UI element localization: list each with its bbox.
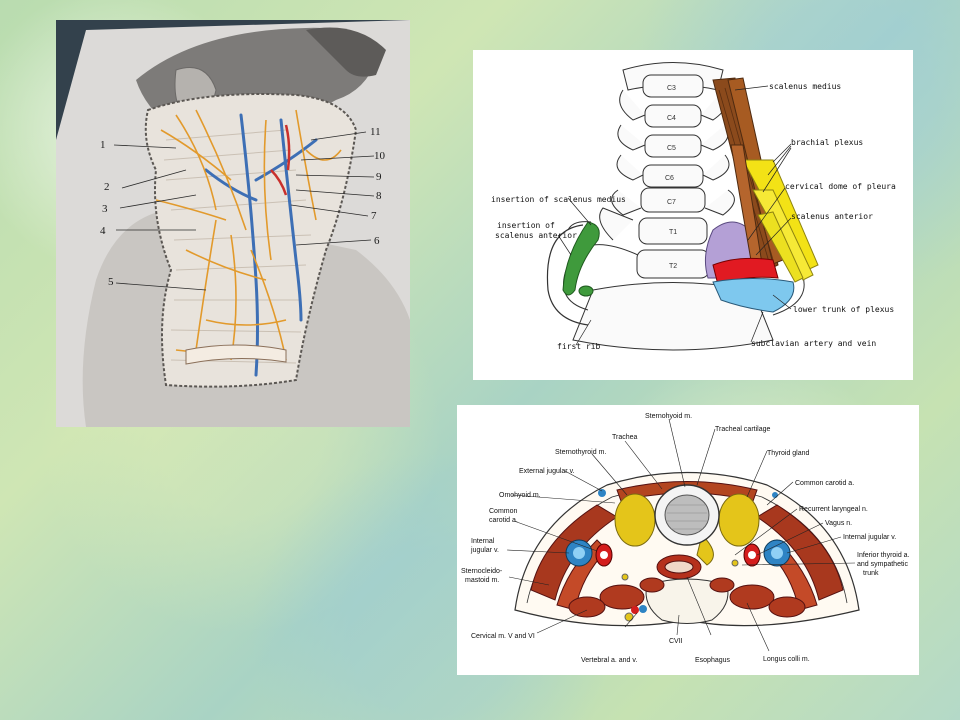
- neck-label-2: 2: [104, 181, 110, 193]
- label-omohyoid: Omohyoid m.: [499, 492, 541, 499]
- neck-cross-section-figure: Sternohyoid m. Tracheal cartilage Trache…: [457, 405, 919, 675]
- label-cervical-m: Cervical m. V and VI: [471, 633, 535, 640]
- neck-label-9: 9: [376, 171, 382, 183]
- label-internal-jugular-left-1: Internal: [471, 538, 495, 545]
- label-sternocleido-2: mastoid m.: [465, 577, 499, 584]
- label-sternocleido-1: Sternocleido-: [461, 568, 503, 575]
- neck-label-3: 3: [102, 203, 108, 215]
- label-insertion-anterior-2: scalenus anterior: [495, 231, 577, 240]
- label-inferior-thyroid-3: trunk: [863, 570, 879, 577]
- label-esophagus: Esophagus: [695, 657, 731, 664]
- brachial-plexus-figure: C3 C4 C5 C6 C7 T1 T2 scalenus medius bra…: [473, 50, 913, 380]
- brachial-plexus-drawing: C3 C4 C5 C6 C7 T1 T2 scalenus medius bra…: [491, 62, 896, 351]
- label-vertebral: Vertebral a. and v.: [581, 657, 637, 664]
- label-sternothyroid: Sternothyroid m.: [555, 449, 606, 456]
- label-inferior-thyroid-2: and sympathetic: [857, 561, 908, 568]
- neck-label-8: 8: [376, 190, 382, 202]
- neck-label-1: 1: [100, 139, 106, 151]
- label-sternohyoid: Sternohyoid m.: [645, 413, 692, 420]
- label-cvii: CVII: [669, 638, 683, 645]
- label-subclavian: subclavian artery and vein: [751, 339, 876, 348]
- label-common-carotid-left-1: Common: [489, 508, 518, 515]
- neck-label-4: 4: [100, 225, 106, 237]
- label-thyroid-gland: Thyroid gland: [767, 450, 810, 457]
- label-brachial-plexus: brachial plexus: [791, 138, 863, 147]
- vertebra-c5: C5: [667, 145, 676, 152]
- neck-label-7: 7: [371, 210, 377, 222]
- label-longus-colli: Longus colli m.: [763, 656, 810, 663]
- vertebra-c3: C3: [667, 85, 676, 92]
- label-lower-trunk: lower trunk of plexus: [793, 305, 894, 314]
- vertebra-t1: T1: [669, 229, 677, 236]
- label-scalenus-medius: scalenus medius: [769, 82, 841, 91]
- label-inferior-thyroid-1: Inferior thyroid a.: [857, 552, 910, 559]
- label-trachea: Trachea: [612, 434, 638, 441]
- label-insertion-medius: insertion of scalenus medius: [491, 195, 626, 204]
- label-common-carotid-right: Common carotid a.: [795, 480, 854, 487]
- neck-dissection-drawing: 1 2 3 4 5 6 7 8 9 10 11: [56, 20, 410, 427]
- label-external-jugular: External jugular v.: [519, 468, 575, 475]
- label-recurrent-laryngeal: Recurrent laryngeal n.: [799, 506, 868, 513]
- vertebra-c7: C7: [667, 199, 676, 206]
- label-common-carotid-left-2: carotid a.: [489, 517, 518, 524]
- neck-label-11: 11: [370, 126, 381, 138]
- neck-label-6: 6: [374, 235, 380, 247]
- label-cervical-dome: cervical dome of pleura: [785, 182, 896, 191]
- vertebra-c4: C4: [667, 115, 676, 122]
- neck-cross-section-drawing: Sternohyoid m. Tracheal cartilage Trache…: [461, 413, 910, 664]
- neck-label-10: 10: [374, 150, 386, 162]
- label-insertion-anterior-1: insertion of: [497, 221, 555, 230]
- label-vagus: Vagus n.: [825, 520, 852, 527]
- vertebra-c6: C6: [665, 175, 674, 182]
- label-tracheal-cartilage: Tracheal cartilage: [715, 426, 770, 433]
- neck-dissection-figure: 1 2 3 4 5 6 7 8 9 10 11: [56, 20, 410, 427]
- label-first-rib: first rib: [557, 342, 601, 351]
- label-internal-jugular-left-2: jugular v.: [470, 547, 499, 554]
- vertebra-t2: T2: [669, 263, 677, 270]
- label-scalenus-anterior: scalenus anterior: [791, 212, 873, 221]
- label-internal-jugular-right: Internal jugular v.: [843, 534, 896, 541]
- neck-label-5: 5: [108, 276, 114, 288]
